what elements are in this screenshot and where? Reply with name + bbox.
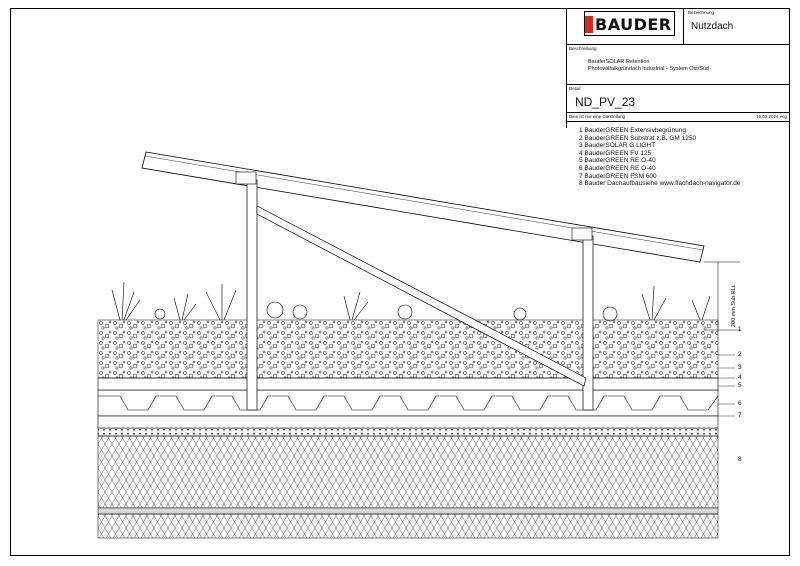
front-clamp — [235, 171, 257, 185]
drainage-element — [97, 389, 719, 417]
substrate-layer — [97, 319, 719, 379]
layer-number: 4 — [738, 374, 742, 381]
legend-item: 1 BauderGREEN Extensivbegrünung — [579, 127, 686, 134]
membrane-layer — [97, 507, 719, 515]
legend-item: 2 BauderGREEN Substrat z.B. GM 1250 — [579, 134, 697, 142]
legend-item: 8 Bauder Dachaufbausiehe www.flachdach-n… — [579, 180, 741, 188]
legend-item: 6 BauderGREEN RE O-40 — [579, 164, 656, 172]
drawing-frame — [10, 8, 790, 556]
legend-item: 5 BauderGREEN RE O-40 — [579, 157, 656, 165]
title-block-vertical — [566, 8, 567, 128]
front-post — [246, 179, 258, 411]
title-block-mid-vertical — [683, 8, 684, 44]
layer-number: 6 — [738, 400, 742, 407]
layer-number: 3 — [738, 364, 742, 371]
date-text: 16.03.2024 ecg — [756, 114, 788, 119]
layer-number: 8 — [738, 456, 742, 463]
description-line-1: BauderSOLAR Retention — [588, 59, 650, 65]
title-block-divider-3 — [566, 112, 790, 113]
legend-list: 1 BauderGREEN Extensivbegrünung 2 Bauder… — [579, 127, 741, 188]
description-label: Beschreibung — [569, 46, 597, 51]
leader-lines — [718, 354, 735, 417]
logo-text: BAUDER — [595, 15, 672, 34]
logo-red-bar — [585, 16, 593, 33]
roof-buildup — [97, 435, 719, 509]
separation-layer — [97, 427, 719, 437]
name-label: Bezeichnung — [688, 10, 715, 15]
layer-number: 1 — [738, 326, 742, 333]
insulation-layer — [97, 513, 719, 539]
title-block-divider-1 — [566, 44, 790, 45]
dimension-label: 200 mm Sub.RLL — [731, 284, 737, 327]
layer-number: 5 — [738, 382, 742, 389]
layer-number: 2 — [738, 351, 742, 358]
note-text: Dies ist nur eine Darstellung — [569, 114, 626, 119]
bauder-logo: BAUDER — [584, 11, 675, 36]
detail-label: Detail — [569, 86, 581, 91]
detail-code: ND_PV_23 — [575, 95, 636, 109]
pv-module — [141, 151, 705, 263]
drawing-name: Nutzdach — [691, 21, 734, 32]
rear-clamp — [571, 227, 593, 241]
title-block-divider-2 — [566, 84, 790, 85]
pv-module-frame — [144, 155, 704, 251]
diagonal-brace — [256, 205, 587, 387]
vegetation — [111, 281, 711, 322]
legend-item: 3 BauderSOLAR G LIGHT — [579, 142, 656, 150]
filter-fleece — [97, 377, 719, 391]
title-block-divider-4 — [566, 121, 790, 122]
layer-number: 7 — [738, 412, 742, 419]
legend-item: 4 BauderGREEN FV 125 — [579, 149, 652, 157]
protection-mat — [97, 415, 719, 429]
drainage-profile — [98, 395, 719, 411]
legend-item: 7 BauderGREEN FSM 600 — [579, 172, 657, 180]
description-line-2: Photovoltaikgründach industrial - System… — [588, 66, 710, 72]
